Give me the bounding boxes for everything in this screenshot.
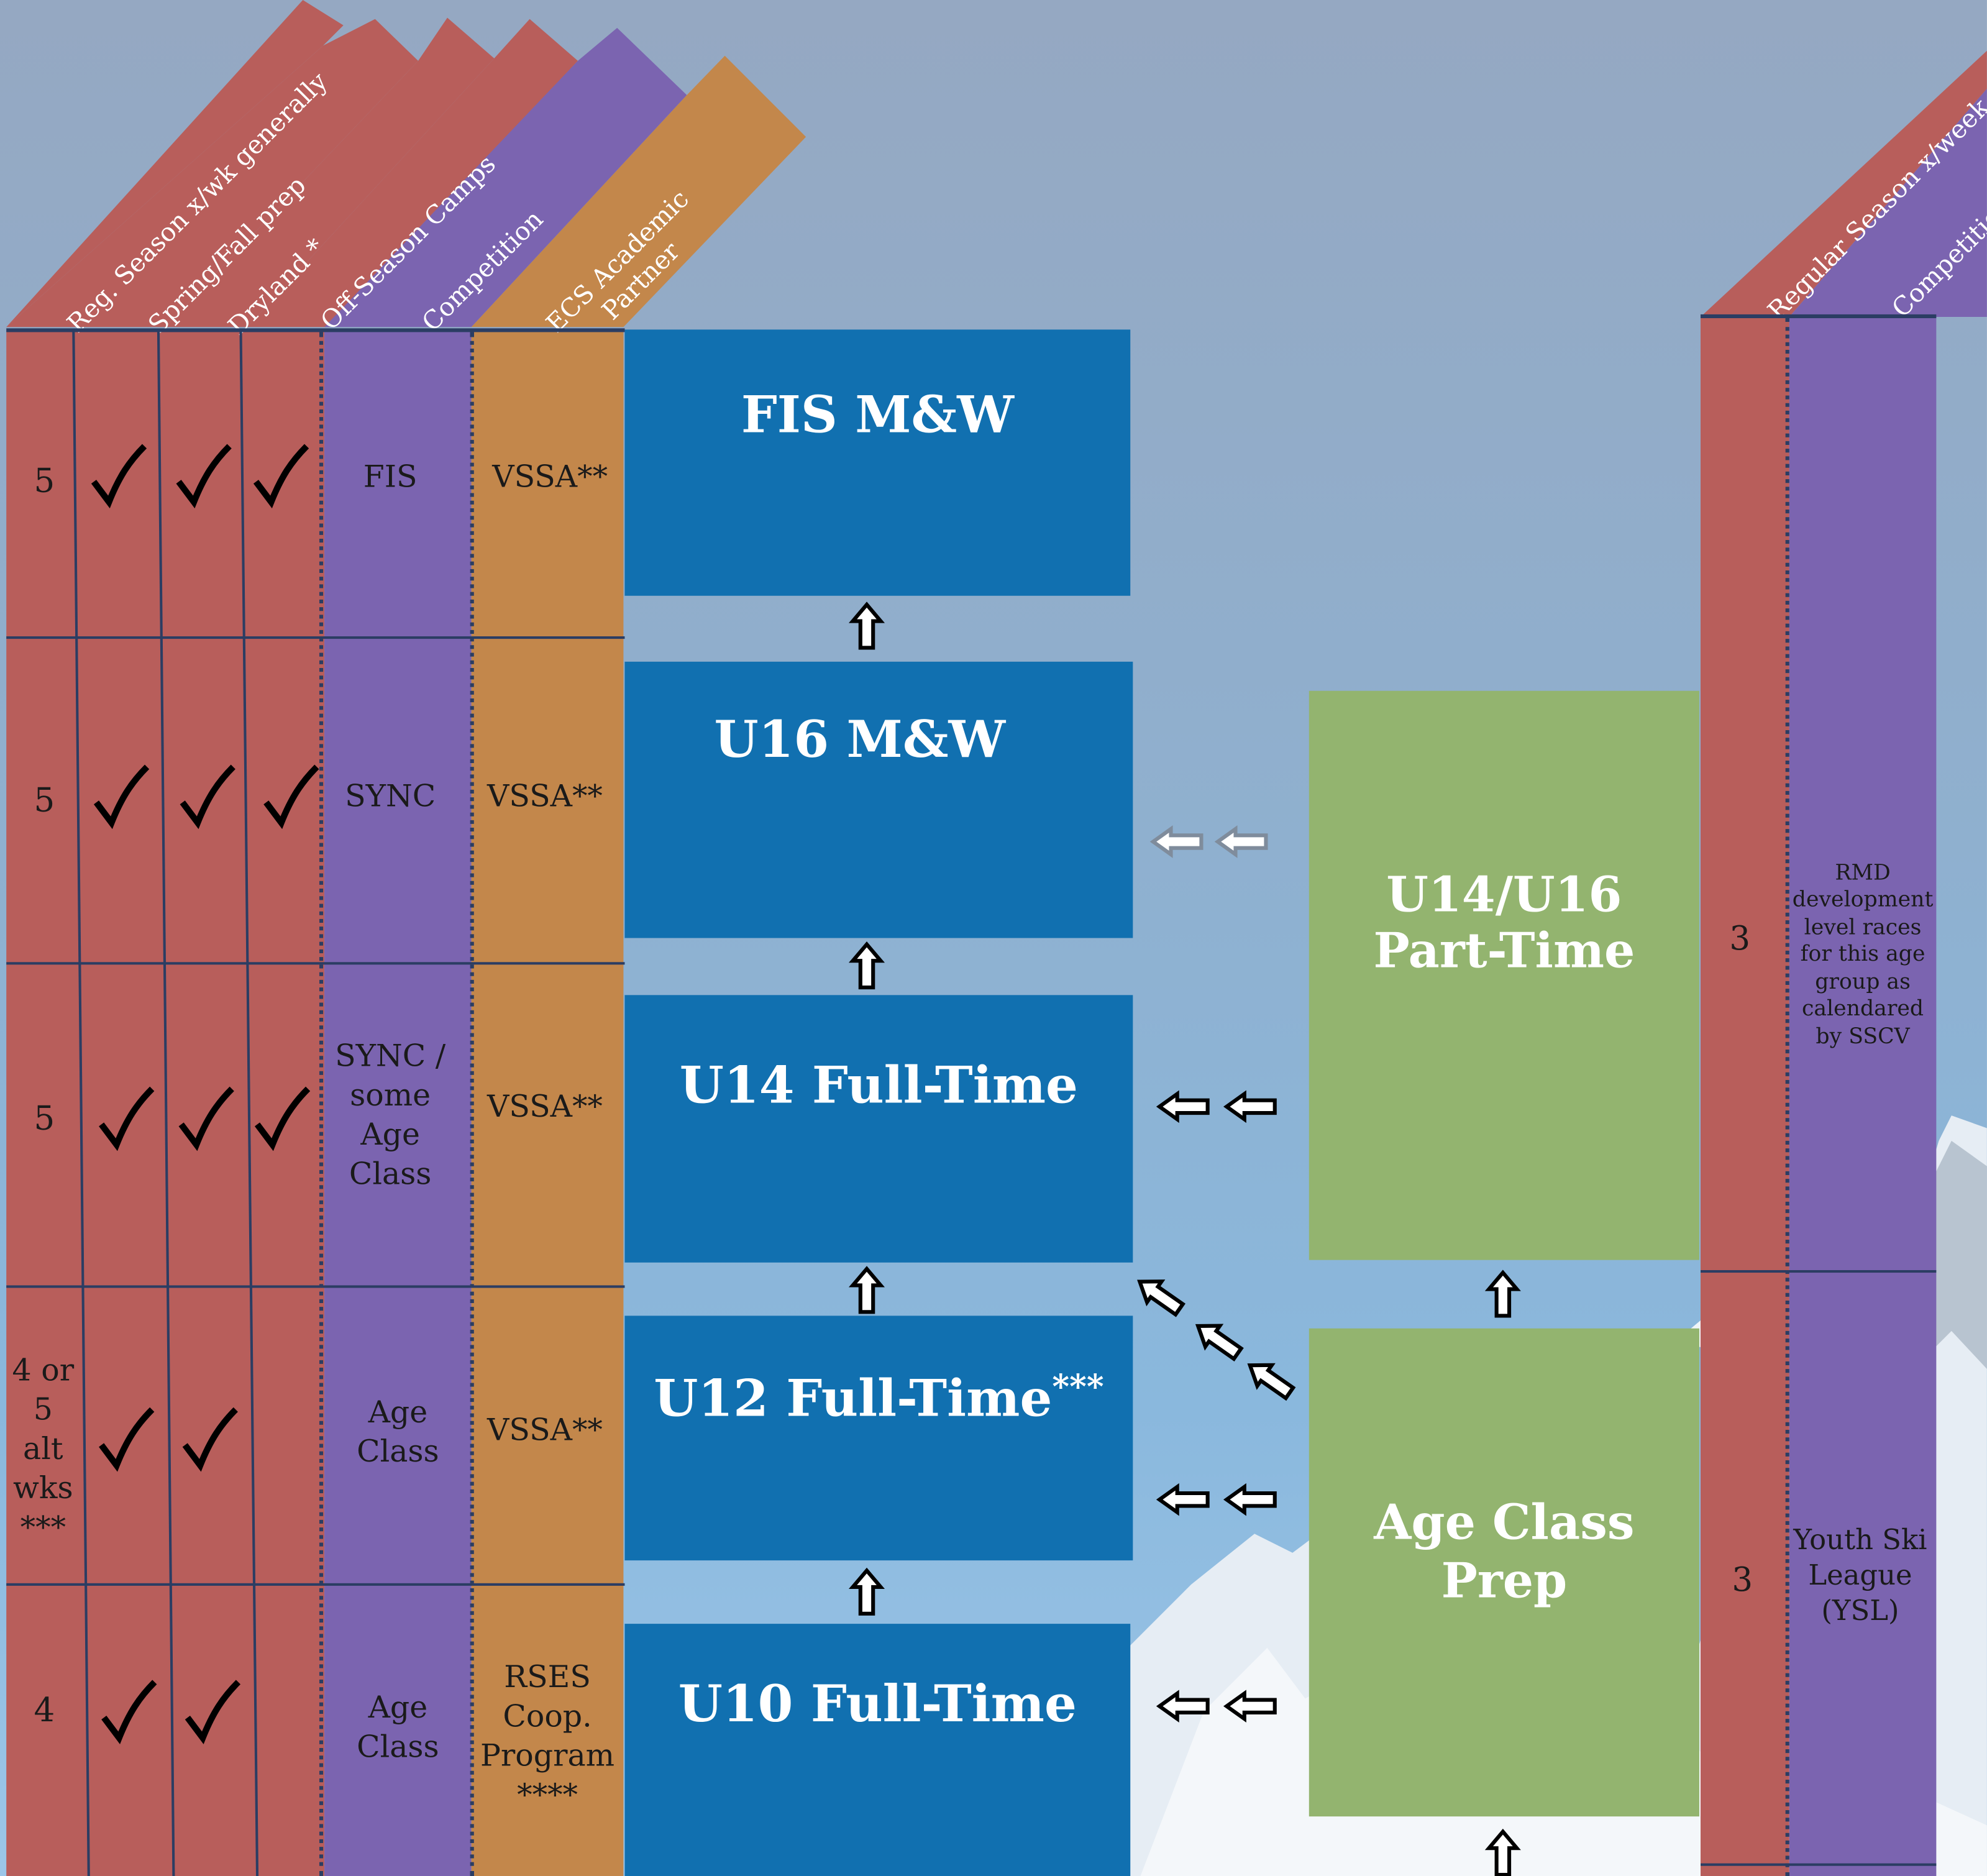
row3-competition-line: Age [360, 1117, 420, 1153]
row5-partner-line: **** [517, 1777, 578, 1813]
row4-season-line: 4 or [12, 1352, 75, 1388]
row5-check-dryland [185, 1680, 241, 1745]
grid-line [6, 962, 625, 965]
row2-competition: SYNC [345, 778, 436, 814]
grid-dotted-line [1785, 318, 1789, 1876]
program-title-u12-suffix: *** [1052, 1369, 1104, 1407]
right-season-column-background [1701, 315, 1789, 1876]
row3-competition-line: some [350, 1077, 431, 1114]
program-title-prep-line2: Prep [1441, 1551, 1568, 1609]
row1-check-camps [253, 444, 309, 509]
grid-line [1701, 314, 1937, 319]
row3-check-camps [254, 1086, 311, 1151]
row4-partner: VSSA** [487, 1412, 603, 1448]
program-title-prep-line1: Age Class [1374, 1493, 1635, 1550]
right-row1-competition-line: group as [1815, 969, 1911, 995]
grid-line [1701, 1270, 1937, 1273]
grid-line [6, 1583, 625, 1586]
row5-partner-line: Coop. [503, 1698, 592, 1734]
right-row1-competition-line: by SSCV [1816, 1023, 1910, 1050]
right-row1-competition-line: level races [1804, 915, 1922, 941]
row4-competition-line: Class [357, 1434, 439, 1470]
row4-season-line: 5 [33, 1391, 53, 1427]
row5-season: 4 [34, 1692, 55, 1731]
grid-dotted-line [319, 332, 324, 1876]
program-title-u12: U12 Full-Time*** [624, 1369, 1133, 1429]
row3-competition-line: Class [349, 1156, 432, 1192]
row4-competition-line: Age [368, 1394, 428, 1430]
row3-competition: SYNC / some Age Class [324, 1033, 456, 1198]
program-box-age-class-prep: Age Class Prep [1309, 1328, 1699, 1817]
program-box-u10: U10 Full-Time [624, 1624, 1131, 1876]
program-title-fis: FIS M&W [741, 385, 1014, 446]
row2-partner: VSSA** [487, 778, 603, 814]
grid-line [1701, 1863, 1937, 1866]
right-row2-competition-line: League [1808, 1560, 1912, 1593]
right-row1-competition-line: RMD [1835, 860, 1891, 886]
program-title-u14: U14 Full-Time [679, 1056, 1078, 1116]
right-row1-competition: RMD development level races for this age… [1792, 859, 1934, 1052]
row5-partner: RSES Coop. Program **** [474, 1655, 621, 1818]
row4-season-line: *** [20, 1509, 66, 1545]
right-header-bands [1701, 50, 1987, 317]
competition-column-background [324, 329, 472, 1876]
right-row2-competition-line: Youth Ski [1793, 1524, 1927, 1557]
row2-check-camps [263, 764, 319, 830]
grid-line [6, 328, 625, 332]
row5-partner-line: RSES [504, 1659, 591, 1695]
row2-check-spring [93, 764, 150, 830]
right-row1-competition-line: development [1792, 887, 1934, 913]
row1-check-spring [91, 444, 147, 509]
academic-partner-column-background [471, 329, 624, 1876]
row5-competition: Age Class [332, 1686, 464, 1770]
program-title-u16: U16 M&W [714, 710, 1006, 770]
row4-check-spring [99, 1407, 155, 1472]
row5-partner-line: Program [480, 1737, 615, 1773]
program-title-u10: U10 Full-Time [678, 1674, 1077, 1734]
row1-season: 5 [34, 462, 55, 501]
left-grid-verticals [72, 329, 259, 1876]
row4-season-line: alt [23, 1430, 63, 1466]
right-row2-competition-line: (YSL) [1821, 1596, 1899, 1628]
row1-check-dryland [176, 444, 232, 509]
row5-competition-line: Class [357, 1729, 439, 1765]
row3-competition-line: SYNC / [335, 1038, 446, 1074]
row3-check-spring [99, 1086, 155, 1151]
row5-check-spring [101, 1680, 157, 1745]
row3-season: 5 [34, 1100, 55, 1138]
row4-season: 4 or 5 alt wks *** [6, 1348, 80, 1549]
row4-check-dryland [182, 1407, 238, 1472]
right-row1-competition-line: for this age [1800, 942, 1925, 968]
left-header-bands [6, 0, 806, 327]
row2-check-dryland [180, 764, 235, 830]
right-competition-column-background [1789, 315, 1937, 1876]
program-box-u12: U12 Full-Time*** [624, 1315, 1133, 1561]
row5-competition-line: Age [368, 1690, 428, 1726]
program-box-u14: U14 Full-Time [624, 995, 1133, 1263]
grid-line [6, 636, 625, 639]
row1-competition: FIS [363, 459, 418, 495]
grid-line [6, 1285, 625, 1288]
program-title-u12-text: U12 Full-Time [654, 1369, 1053, 1429]
row4-competition: Age Class [332, 1391, 464, 1475]
program-title-u14u16-line2: Part-Time [1373, 922, 1635, 979]
row3-check-dryland [178, 1086, 234, 1151]
row4-season-line: wks [13, 1470, 73, 1506]
row1-partner: VSSA** [492, 459, 608, 495]
right-row2-competition: Youth Ski League (YSL) [1789, 1521, 1931, 1633]
program-box-fis: FIS M&W [624, 329, 1131, 596]
program-box-u16: U16 M&W [624, 661, 1133, 938]
grid-dotted-line [470, 332, 474, 1876]
program-title-u14u16-line1: U14/U16 [1386, 866, 1622, 923]
right-row1-season: 3 [1729, 920, 1751, 959]
right-row2-season: 3 [1732, 1562, 1753, 1600]
right-row1-competition-line: calendared [1801, 996, 1924, 1022]
row3-partner: VSSA** [487, 1089, 603, 1125]
row2-season: 5 [34, 782, 55, 820]
program-box-u14u16-part-time: U14/U16 Part-Time [1309, 690, 1699, 1260]
